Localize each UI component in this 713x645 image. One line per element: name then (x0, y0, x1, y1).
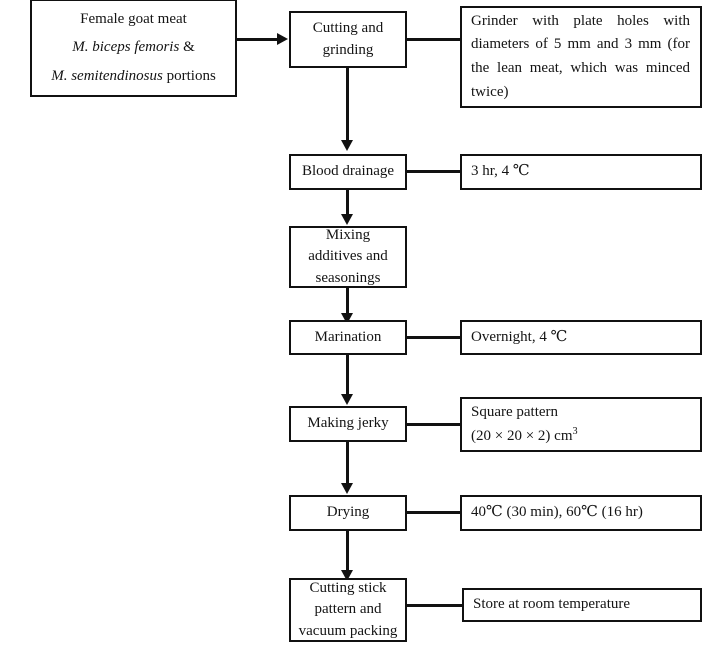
connector-drying-to-packing (346, 531, 349, 573)
connector-source-to-cutting (237, 38, 279, 41)
note-box-grinding: Grinder with plate holes with diameters … (460, 6, 702, 108)
note-making-jerky-exponent: 3 (572, 426, 578, 437)
arrowhead-drying-to-packing (341, 570, 353, 581)
note-text-grinding: Grinder with plate holes with diameters … (471, 12, 690, 100)
source-line-1: Female goat meat (80, 11, 187, 28)
note-making-jerky-line-2: (20 × 20 × 2) cm3 (471, 426, 700, 447)
note-box-blood-drainage: 3 hr, 4 ℃ (460, 154, 702, 190)
connector-making-jerky-to-note (407, 423, 461, 426)
note-box-making-jerky: Square pattern (20 × 20 × 2) cm3 (460, 397, 702, 452)
step-label-marination: Marination (314, 328, 382, 345)
step-label-drying: Drying (326, 504, 370, 521)
source-line-3-tail: portions (162, 67, 216, 84)
step-label-blood-drainage: Blood drainage (301, 163, 395, 180)
note-box-marination: Overnight, 4 ℃ (460, 320, 702, 355)
connector-cutting-to-blood-drainage (346, 68, 349, 142)
connector-cutting-to-grinder-note (407, 38, 461, 41)
connector-marination-to-making-jerky (346, 355, 349, 397)
arrowhead-cutting-to-blood-drainage (341, 140, 353, 151)
connector-blood-drainage-to-note (407, 170, 461, 173)
note-text-drying: 40℃ (30 min), 60℃ (16 hr) (471, 504, 643, 521)
step-box-blood-drainage: Blood drainage (289, 154, 407, 190)
connector-packing-to-note (407, 604, 463, 607)
note-box-packing: Store at room temperature (462, 588, 702, 622)
source-material-box: Female goat meat M. biceps femoris & M. … (30, 0, 237, 97)
connector-mixing-to-marination (346, 288, 349, 316)
step-box-mixing-additives-and-seasonings: Mixing additives and seasonings (289, 226, 407, 288)
note-making-jerky-dimensions: (20 × 20 × 2) cm (471, 428, 573, 444)
step-box-making-jerky: Making jerky (289, 406, 407, 442)
arrowhead-marination-to-making-jerky (341, 394, 353, 405)
note-text-blood-drainage: 3 hr, 4 ℃ (471, 163, 530, 180)
connector-blood-drainage-to-mixing (346, 190, 349, 217)
note-text-making-jerky: Square pattern (20 × 20 × 2) cm3 (462, 402, 700, 448)
source-line-2-italic: M. biceps femoris (72, 39, 180, 56)
source-line-2: M. biceps femoris & (38, 37, 229, 58)
step-box-marination: Marination (289, 320, 407, 355)
arrowhead-making-jerky-to-drying (341, 483, 353, 494)
step-label-mixing-additives-and-seasonings: Mixing additives and seasonings (308, 227, 388, 286)
connector-drying-to-note (407, 511, 461, 514)
source-material-text: Female goat meat M. biceps femoris & M. … (32, 9, 235, 87)
source-line-3-italic: M. semitendinosus (51, 67, 163, 84)
step-label-cutting-and-grinding: Cutting and grinding (312, 20, 384, 58)
step-box-drying: Drying (289, 495, 407, 531)
note-text-marination: Overnight, 4 ℃ (471, 328, 568, 345)
arrowhead-mixing-to-marination (341, 313, 353, 324)
connector-marination-to-note (407, 336, 461, 339)
step-box-cutting-and-grinding: Cutting and grinding (289, 11, 407, 68)
step-box-cutting-stick-pattern-and-vacuum-packing: Cutting stick pattern and vacuum packing (289, 578, 407, 642)
source-line-3: M. semitendinosus portions (38, 66, 229, 87)
arrowhead-blood-drainage-to-mixing (341, 214, 353, 225)
arrowhead-source-to-cutting (277, 33, 288, 45)
source-line-2-tail: & (179, 39, 195, 56)
note-making-jerky-line-1: Square pattern (471, 403, 559, 420)
step-label-cutting-stick-pattern-and-vacuum-packing: Cutting stick pattern and vacuum packing (298, 580, 398, 639)
connector-making-jerky-to-drying (346, 442, 349, 486)
note-box-drying: 40℃ (30 min), 60℃ (16 hr) (460, 495, 702, 531)
step-label-making-jerky: Making jerky (307, 415, 389, 432)
note-text-packing: Store at room temperature (473, 596, 631, 613)
